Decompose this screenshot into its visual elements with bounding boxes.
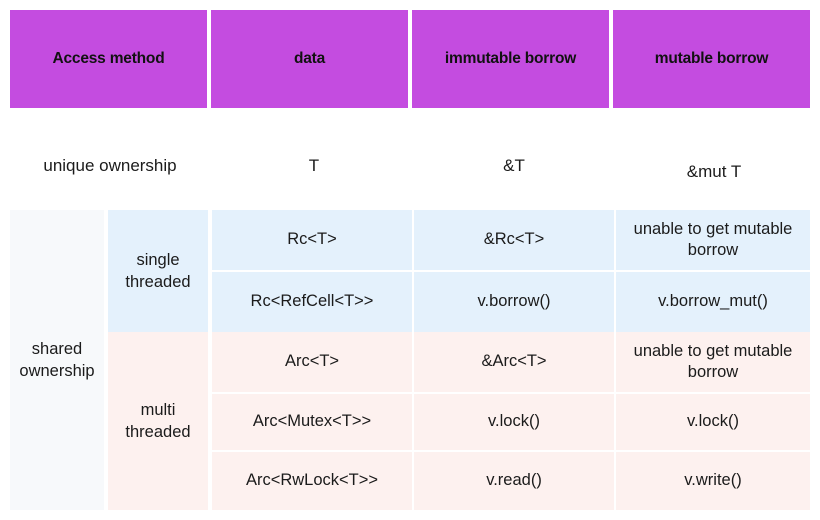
header-cell-immutable-borrow: immutable borrow — [412, 10, 609, 108]
cell-mutable-rc-refcell-t: v.borrow_mut() — [616, 272, 810, 332]
header-cell-data: data — [211, 10, 408, 108]
shared-ownership-section: shared ownership single threaded multi t… — [10, 210, 810, 510]
cell-mutable-rc-t: unable to get mutable borrow — [616, 210, 810, 270]
cell-unique-mutable-borrow: &mut T — [686, 162, 742, 181]
cell-data-arc-t: Arc<T> — [212, 332, 412, 392]
cell-mutable-arc-t: unable to get mutable borrow — [616, 332, 810, 392]
cell-data-rc-t: Rc<T> — [212, 210, 412, 270]
cell-immutable-rc-t: &Rc<T> — [414, 210, 614, 270]
cell-unique-immutable-borrow: &T — [503, 156, 525, 175]
table-header-row: Access method data immutable borrow muta… — [10, 10, 810, 108]
header-cell-mutable-borrow: mutable borrow — [613, 10, 810, 108]
table-row-unique-ownership: unique ownership T &T &mut T — [10, 135, 810, 197]
cell-immutable-arc-mutex-t: v.lock() — [414, 394, 614, 450]
cell-mutable-arc-rwlock-t: v.write() — [616, 452, 810, 510]
cell-group-single-threaded: single threaded — [108, 210, 208, 332]
cell-mutable-arc-mutex-t: v.lock() — [616, 394, 810, 450]
cell-group-multi-threaded: multi threaded — [108, 332, 208, 510]
cell-data-arc-mutex-t: Arc<Mutex<T>> — [212, 394, 412, 450]
cell-shared-access-method: shared ownership — [10, 210, 104, 510]
header-cell-access-method: Access method — [10, 10, 207, 108]
cell-data-arc-rwlock-t: Arc<RwLock<T>> — [212, 452, 412, 510]
cell-unique-data: T — [308, 156, 320, 175]
cell-immutable-rc-refcell-t: v.borrow() — [414, 272, 614, 332]
cell-unique-access-method: unique ownership — [43, 156, 177, 175]
cell-data-rc-refcell-t: Rc<RefCell<T>> — [212, 272, 412, 332]
cell-immutable-arc-t: &Arc<T> — [414, 332, 614, 392]
cell-immutable-arc-rwlock-t: v.read() — [414, 452, 614, 510]
